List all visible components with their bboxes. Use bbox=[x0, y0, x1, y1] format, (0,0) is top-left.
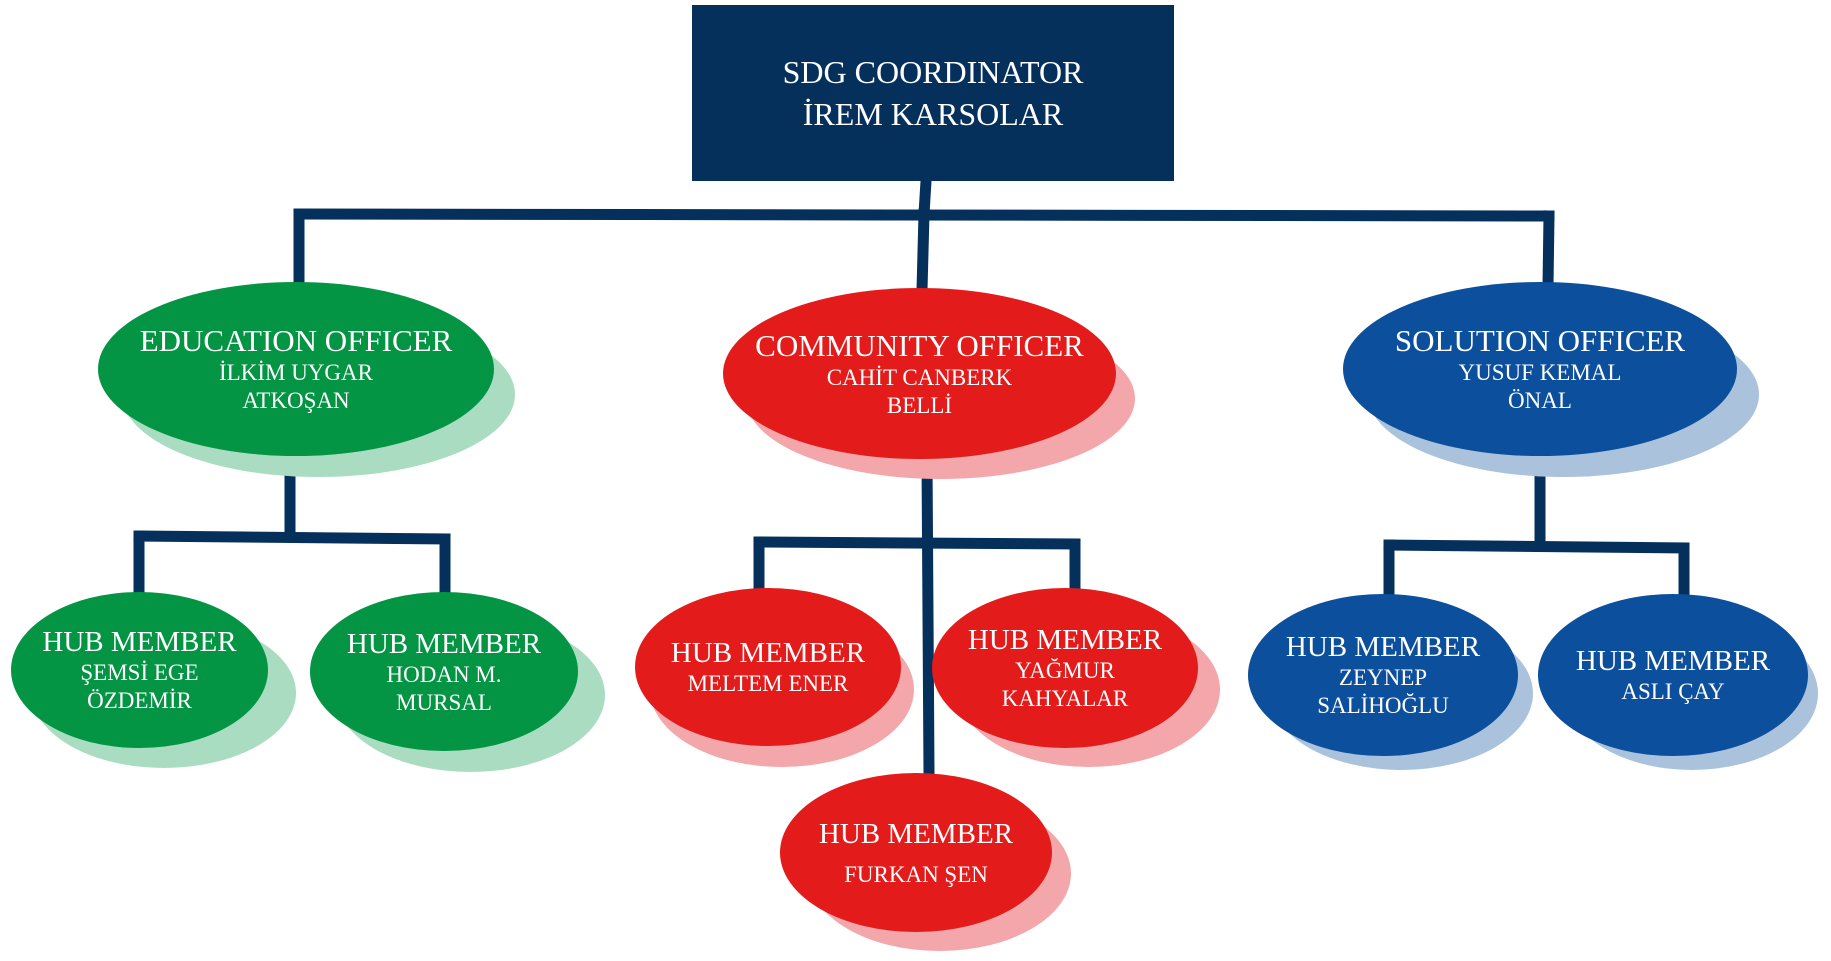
hub-member-com-3-role: HUB MEMBER bbox=[818, 817, 1014, 850]
solution-officer-ellipse: SOLUTION OFFICER YUSUF KEMAL ÖNAL bbox=[1343, 282, 1737, 456]
hub-member-sol-1-ellipse: HUB MEMBER ZEYNEP SALİHOĞLU bbox=[1248, 594, 1518, 756]
hub-member-com-2-role: HUB MEMBER bbox=[967, 624, 1163, 656]
connector-to-solution bbox=[1542, 210, 1555, 291]
hub-member-com-1-role: HUB MEMBER bbox=[670, 637, 866, 669]
hub-member-edu-2-name-2: MURSAL bbox=[396, 689, 492, 715]
hub-member-com-3-ellipse: HUB MEMBER FURKAN ŞEN bbox=[780, 773, 1052, 932]
solution-officer-name-1: YUSUF KEMAL bbox=[1458, 360, 1622, 385]
hub-member-com-1-ellipse: HUB MEMBER MELTEM ENER bbox=[635, 588, 901, 746]
connector-coordinator-stem bbox=[918, 175, 932, 220]
hub-member-com-3-name-1: FURKAN ŞEN bbox=[844, 861, 988, 887]
community-officer-name-2: BELLİ bbox=[886, 392, 953, 418]
hub-member-com-2-name-1: YAĞMUR bbox=[1015, 658, 1115, 683]
hub-member-edu-1-role: HUB MEMBER bbox=[42, 626, 237, 658]
education-officer-role: EDUCATION OFFICER bbox=[139, 323, 453, 358]
hub-member-sol-2-ellipse: HUB MEMBER ASLI ÇAY bbox=[1538, 594, 1808, 756]
hub-member-sol-1-role: HUB MEMBER bbox=[1285, 631, 1481, 663]
hub-member-sol-2-role: HUB MEMBER bbox=[1575, 645, 1771, 677]
hub-member-com-1-name-1: MELTEM ENER bbox=[687, 671, 849, 696]
hub-member-edu-1-name-2: ÖZDEMİR bbox=[87, 688, 192, 713]
connector-community-stem bbox=[921, 454, 935, 779]
hub-member-edu-1-name-1: ŞEMSİ EGE bbox=[80, 660, 199, 685]
hub-member-sol-1-name-2: SALİHOĞLU bbox=[1317, 693, 1449, 718]
connector-community-bar bbox=[753, 536, 1081, 550]
community-officer-ellipse: COMMUNITY OFFICER CAHİT CANBERK BELLİ bbox=[723, 288, 1116, 459]
coordinator-role: SDG COORDINATOR bbox=[782, 54, 1084, 90]
hub-member-com-2-name-2: KAHYALAR bbox=[1001, 686, 1129, 711]
hub-member-edu-1-ellipse: HUB MEMBER ŞEMSİ EGE ÖZDEMİR bbox=[11, 592, 268, 748]
hub-member-edu-2-role: HUB MEMBER bbox=[346, 627, 542, 660]
hub-member-edu-2-name-1: HODAN M. bbox=[386, 661, 502, 687]
connector-to-community bbox=[916, 208, 930, 296]
coordinator-name: İREM KARSOLAR bbox=[802, 96, 1064, 132]
community-officer-name-1: CAHİT CANBERK bbox=[826, 364, 1013, 390]
coordinator-box: SDG COORDINATOR İREM KARSOLAR bbox=[692, 5, 1174, 181]
community-officer-role: COMMUNITY OFFICER bbox=[755, 327, 1084, 363]
hub-member-com-2-ellipse: HUB MEMBER YAĞMUR KAHYALAR bbox=[932, 588, 1198, 748]
education-officer-ellipse: EDUCATION OFFICER İLKİM UYGAR ATKOŞAN bbox=[98, 282, 494, 456]
hub-member-sol-1-name-1: ZEYNEP bbox=[1338, 665, 1428, 690]
hub-member-edu-2-ellipse: HUB MEMBER HODAN M. MURSAL bbox=[310, 592, 578, 751]
solution-officer-name-2: ÖNAL bbox=[1508, 388, 1572, 413]
connector-solution-bar bbox=[1383, 539, 1690, 554]
education-officer-name-1: İLKİM UYGAR bbox=[219, 360, 373, 385]
education-officer-name-2: ATKOŞAN bbox=[242, 388, 350, 413]
connector-education-bar bbox=[133, 530, 451, 545]
hub-member-sol-2-name-1: ASLI ÇAY bbox=[1621, 679, 1725, 704]
solution-officer-role: SOLUTION OFFICER bbox=[1394, 323, 1686, 358]
